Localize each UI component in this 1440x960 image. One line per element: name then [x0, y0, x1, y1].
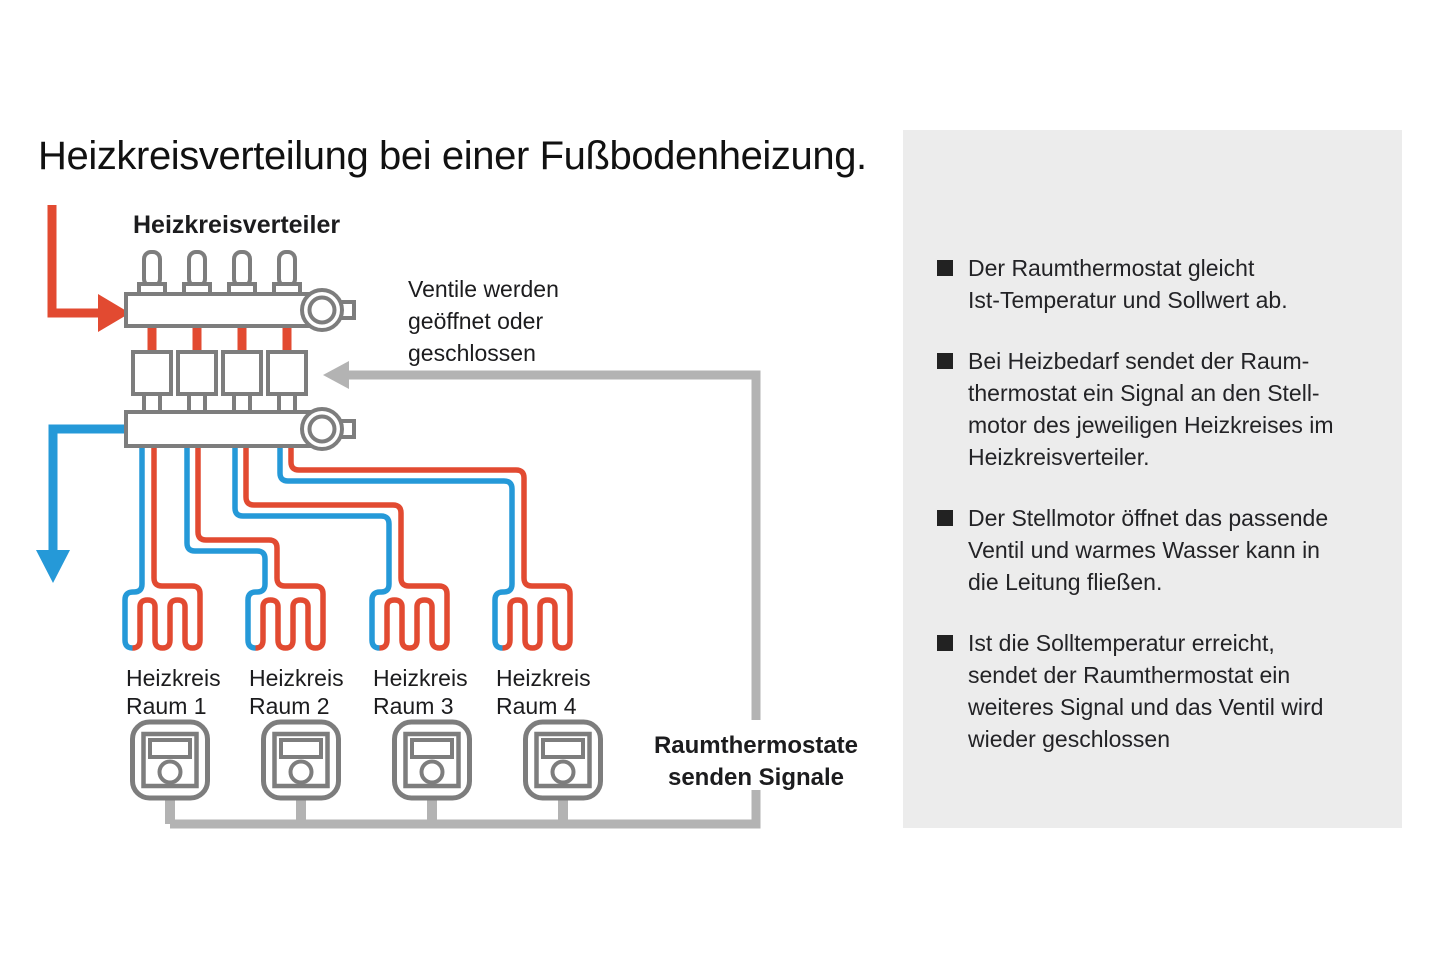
valve-cap-icon [277, 250, 297, 288]
bullet-line: sendet der Raumthermostat ein [968, 662, 1291, 688]
bullet-square-icon [937, 353, 953, 369]
circuit-label-line: Raum 1 [126, 693, 207, 719]
info-panel-background [903, 130, 1402, 828]
bullet-text: Der Raumthermostat gleicht Ist-Temperatu… [968, 252, 1288, 316]
bullet-item: Ist die Solltemperatur erreicht, sendet … [937, 627, 1374, 755]
bullet-item: Der Raumthermostat gleicht Ist-Temperatu… [937, 252, 1374, 316]
manifold [124, 250, 356, 451]
circuit-label-line: Raum 4 [496, 693, 577, 719]
thermostat-dial [157, 759, 183, 785]
thermostat [392, 719, 472, 801]
bullet-line: weiteres Signal und das Ventil wird [968, 694, 1324, 720]
circuit-return-pipes [122, 444, 515, 651]
thermostat-display [279, 738, 323, 759]
bullet-line: Ist die Solltemperatur erreicht, [968, 630, 1275, 656]
thermostat [261, 719, 341, 801]
thermostat-dial [419, 759, 445, 785]
actuator-stellmotor [266, 350, 308, 396]
thermostat-note-line: Raumthermostate [654, 732, 858, 759]
circuit-label-line: Raum 2 [249, 693, 330, 719]
valve-cap-icon [142, 250, 162, 288]
thermostat-display [410, 738, 454, 759]
thermostat-display [148, 738, 192, 759]
valve-cap-icon [232, 250, 252, 288]
valves-note-line: Ventile werden [408, 276, 559, 302]
supply-inlet-pipe [47, 205, 100, 318]
circuit-supply-pipes [132, 444, 573, 651]
actuator-foot [232, 392, 252, 414]
bullet-text: Bei Heizbedarf sendet der Raum- thermost… [968, 345, 1334, 473]
bullet-line: Ventil und warmes Wasser kann in [968, 537, 1320, 563]
bullet-item: Bei Heizbedarf sendet der Raum- thermost… [937, 345, 1374, 473]
actuator-stellmotor [176, 350, 218, 396]
signal-arrowhead-icon [323, 361, 349, 389]
thermostat-stub-lines [165, 794, 568, 824]
bullet-square-icon [937, 260, 953, 276]
return-arrowhead-icon [36, 550, 70, 583]
bullet-line: motor des jeweiligen Heizkreises im [968, 412, 1334, 438]
actuator-foot [187, 392, 207, 414]
page-title: Heizkreisverteilung bei einer Fußbodenhe… [38, 134, 867, 178]
flowmeter-dial [307, 295, 337, 325]
bullet-line: Der Raumthermostat gleicht [968, 255, 1255, 281]
circuit-label-line: Heizkreis [126, 665, 221, 691]
info-panel: Der Raumthermostat gleicht Ist-Temperatu… [903, 130, 1402, 828]
signal-wiring [165, 361, 761, 829]
circuit-label-line: Heizkreis [249, 665, 344, 691]
bullet-line: Heizkreisverteiler. [968, 444, 1150, 470]
actuator-foot [277, 392, 297, 414]
supply-piping [47, 205, 573, 651]
thermostat-dial [550, 759, 576, 785]
valve-connector-pipes [147, 324, 292, 354]
thermostat [130, 719, 210, 801]
bullet-line: thermostat ein Signal an den Stell- [968, 380, 1320, 406]
bullet-text: Ist die Solltemperatur erreicht, sendet … [968, 627, 1323, 755]
bullet-line: wieder geschlossen [968, 726, 1171, 752]
circuit-label-line: Heizkreis [373, 665, 468, 691]
bullet-line: Bei Heizbedarf sendet der Raum- [968, 348, 1310, 374]
manifold-supply-bar [124, 292, 314, 328]
circuit-labels: Heizkreis Raum 1 Heizkreis Raum 2 Heizkr… [126, 665, 591, 719]
bullet-line: Der Stellmotor öffnet das passende [968, 505, 1329, 531]
signal-bus-line [170, 790, 761, 829]
thermostat-display [541, 738, 585, 759]
thermostats [130, 719, 603, 801]
bullet-square-icon [937, 510, 953, 526]
valves-note-line: geöffnet oder [408, 308, 543, 334]
actuator-stellmotor [221, 350, 263, 396]
bullet-line: die Leitung fließen. [968, 569, 1163, 595]
thermostat-note-line: senden Signale [668, 764, 844, 791]
return-piping [36, 424, 515, 651]
valves-note-line: geschlossen [408, 340, 536, 366]
supply-arrowhead-icon [98, 294, 130, 332]
bullet-square-icon [937, 635, 953, 651]
actuator-stellmotor [131, 350, 173, 396]
thermostat-dial [288, 759, 314, 785]
circuit-label-line: Raum 3 [373, 693, 454, 719]
valve-caps [137, 250, 302, 296]
manifold-label: Heizkreisverteiler [133, 211, 340, 239]
valve-cap-icon [187, 250, 207, 288]
bullet-item: Der Stellmotor öffnet das passende Venti… [937, 502, 1374, 598]
thermostat [523, 719, 603, 801]
manifold-return-bar [124, 410, 314, 448]
actuator-foot [142, 392, 162, 414]
circuit-label-line: Heizkreis [496, 665, 591, 691]
signal-line-upper [347, 370, 761, 720]
flowmeter-dial [307, 414, 337, 444]
bullet-line: Ist-Temperatur und Sollwert ab. [968, 287, 1288, 313]
return-outlet-pipe [48, 424, 128, 552]
bullet-text: Der Stellmotor öffnet das passende Venti… [968, 502, 1328, 598]
